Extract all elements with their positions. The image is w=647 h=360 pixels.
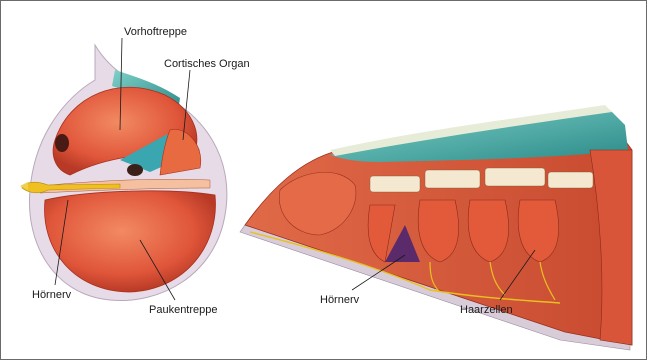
label-hoernerv-right: Hörnerv [320, 294, 360, 306]
label-vorhoftreppe: Vorhoftreppe [124, 26, 187, 38]
label-hoernerv-left: Hörnerv [32, 289, 72, 301]
label-paukentreppe: Paukentreppe [149, 304, 218, 316]
organ-of-corti-section [240, 105, 632, 350]
cochlea-cross-section [20, 45, 227, 301]
label-haarzellen: Haarzellen [460, 304, 513, 316]
label-cortisches-organ: Cortisches Organ [164, 58, 250, 70]
